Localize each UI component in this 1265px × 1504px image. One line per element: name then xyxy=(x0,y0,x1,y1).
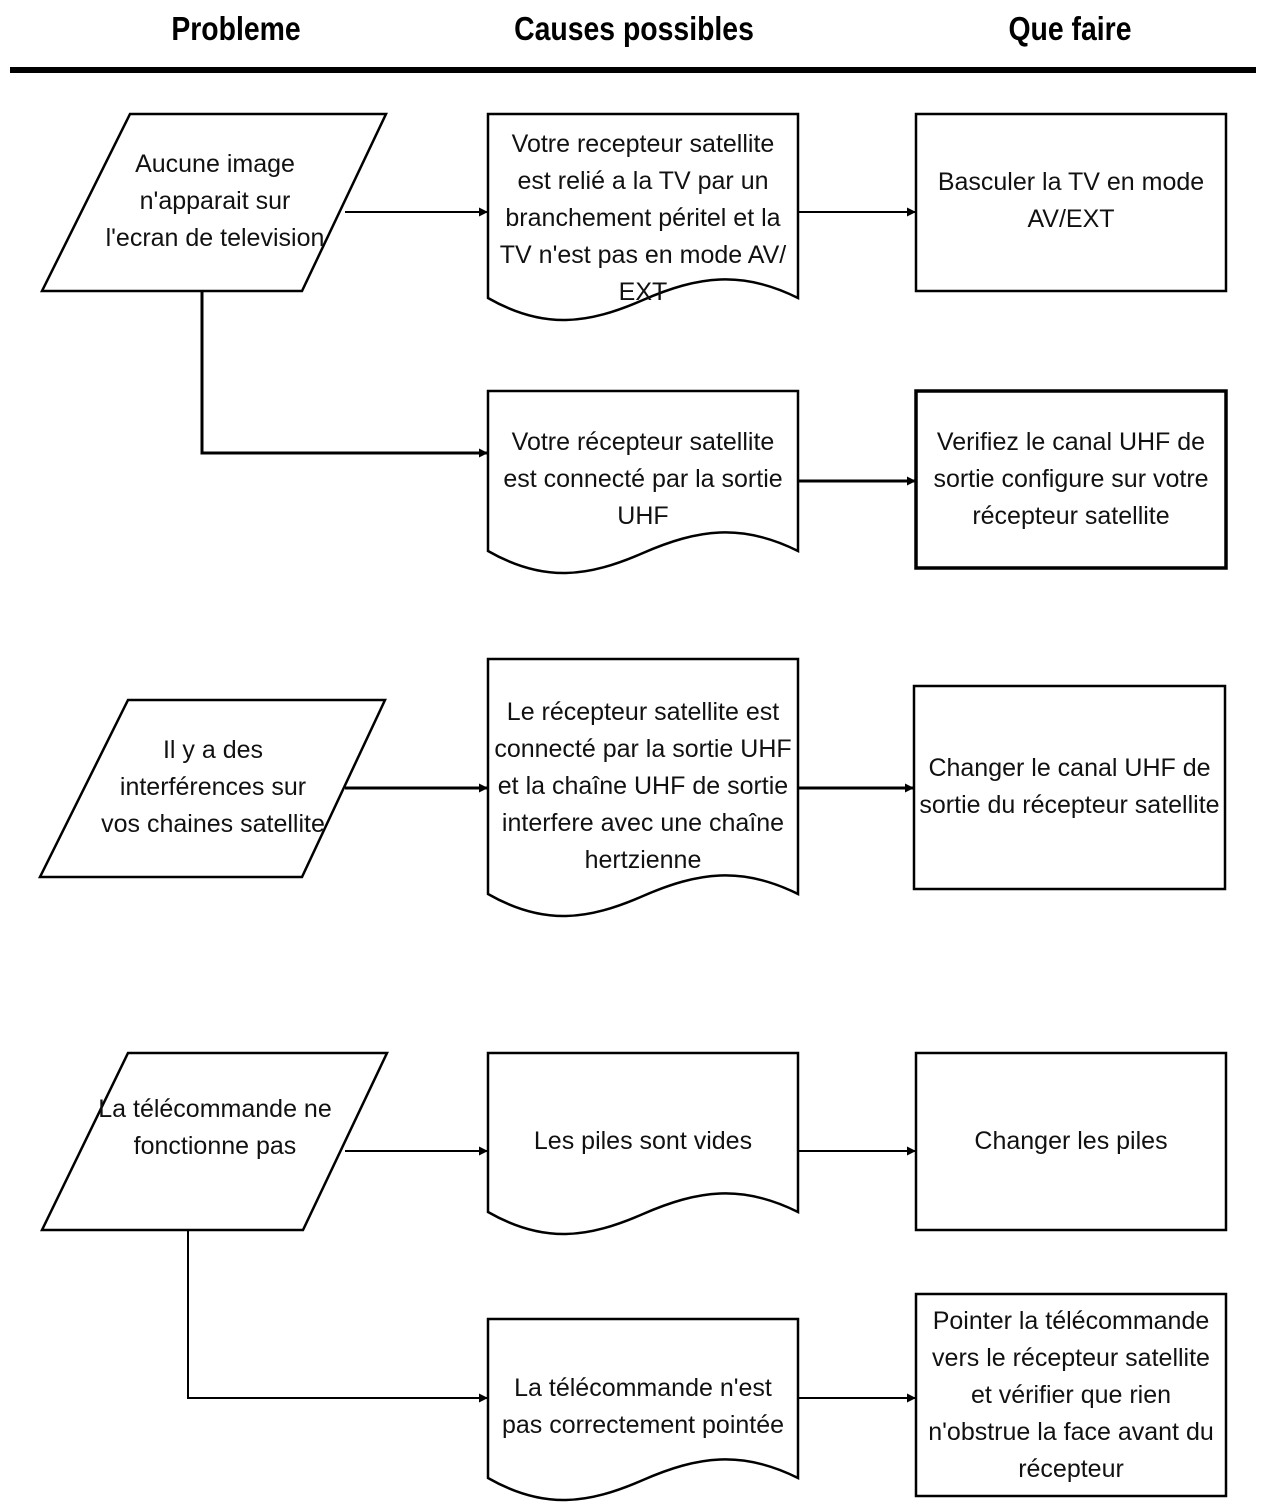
cause-shape-pointing xyxy=(486,1317,800,1502)
text-line: interférences sur xyxy=(119,772,307,801)
cause-shape-uhf-output xyxy=(486,389,800,575)
problem-label-interference: Il y a des interférences sur vos chaines… xyxy=(93,712,333,862)
action-shape-switch-av xyxy=(914,112,1228,293)
cause-shape-batteries xyxy=(486,1051,800,1236)
text-line: Verifiez le canal UHF de xyxy=(936,427,1206,456)
action-shape-point-remote xyxy=(914,1292,1228,1498)
cause-label-batteries: Les piles sont vides xyxy=(488,1121,798,1161)
text-line: Le récepteur satellite est xyxy=(506,698,780,726)
action-label-point-remote: Pointer la télécommande vers le récepteu… xyxy=(916,1302,1226,1489)
text-line: Pointer la télécommande xyxy=(932,1307,1210,1335)
text-line: et la chaîne UHF de sortie xyxy=(497,772,789,800)
text-line: n'obstrue la face avant du xyxy=(928,1418,1214,1446)
problem-shape-interference xyxy=(37,698,387,879)
action-label-change-uhf: Changer le canal UHF de sortie du récept… xyxy=(914,749,1225,825)
text-line: n'apparait sur xyxy=(139,187,291,215)
connector-no-image-to-uhf-output xyxy=(200,291,488,458)
text-line: Changer le canal UHF de xyxy=(928,754,1211,782)
problem-shape-remote xyxy=(40,1051,389,1232)
cause-label-pointing: La télécommande n'est pas correctement p… xyxy=(488,1369,798,1445)
action-shape-change-batteries xyxy=(914,1051,1228,1232)
header-causes: Causes possibles xyxy=(514,10,754,47)
text-line: connecté par la sortie UHF xyxy=(494,735,792,763)
text-line: pas correctement pointée xyxy=(501,1411,785,1439)
text-line: fonctionne pas xyxy=(133,1132,297,1160)
text-line: TV n'est pas en mode AV/ xyxy=(499,241,787,269)
text-line: récepteur xyxy=(1018,1455,1124,1483)
text-line: Votre récepteur satellite xyxy=(511,427,775,456)
text-line: vos chaines satellite xyxy=(101,809,325,838)
action-label-check-uhf: Verifiez le canal UHF de sortie configur… xyxy=(916,423,1226,535)
text-line: est connecté par la sortie xyxy=(503,464,783,493)
text-line: Votre recepteur satellite xyxy=(511,130,775,158)
text-line: Aucune image xyxy=(135,150,295,178)
problem-label-no-image: Aucune image n'apparait sur l'ecran de t… xyxy=(95,128,335,275)
text-line: Il y a des xyxy=(162,735,264,764)
text-line: sortie du récepteur satellite xyxy=(919,791,1220,819)
text-line: vers le récepteur satellite xyxy=(932,1344,1210,1372)
text-line: Les piles sont vides xyxy=(533,1126,753,1155)
cause-label-peritel: Votre recepteur satellite est relié a la… xyxy=(488,126,798,311)
cause-label-uhf-interference: Le récepteur satellite est connecté par … xyxy=(488,693,798,880)
text-line: UHF xyxy=(617,501,669,530)
text-line: est relié a la TV par un xyxy=(517,167,769,195)
text-line: et vérifier que rien xyxy=(970,1381,1172,1409)
text-line: sortie configure sur votre xyxy=(933,464,1209,493)
cause-label-uhf-output: Votre récepteur satellite est connecté p… xyxy=(488,423,798,535)
connector-remote-to-pointing xyxy=(187,1230,488,1403)
text-line: interfere avec une chaîne xyxy=(501,809,785,837)
cause-shape-uhf-interference xyxy=(486,657,800,918)
text-line: branchement péritel et la xyxy=(505,204,781,232)
action-label-change-batteries: Changer les piles xyxy=(916,1121,1226,1161)
problem-label-remote: La télécommande ne fonctionne pas xyxy=(95,1072,335,1184)
cause-shape-peritel xyxy=(486,112,800,322)
text-line: récepteur satellite xyxy=(972,501,1170,530)
action-shape-change-uhf xyxy=(912,684,1227,891)
text-line: La télécommande n'est xyxy=(514,1374,772,1402)
problem-shape-no-image xyxy=(39,112,388,293)
text-line: EXT xyxy=(618,278,668,306)
text-line: AV/EXT xyxy=(1027,205,1115,233)
text-line: l'ecran de television xyxy=(105,224,325,252)
text-line: hertzienne xyxy=(584,846,702,874)
header-action: Que faire xyxy=(1008,10,1132,47)
action-label-switch-av: Basculer la TV en mode AV/EXT xyxy=(916,163,1226,239)
text-line: Changer les piles xyxy=(974,1126,1168,1155)
header-problem: Probleme xyxy=(171,10,301,47)
text-line: La télécommande ne xyxy=(98,1095,332,1123)
text-line: Basculer la TV en mode xyxy=(937,168,1205,196)
